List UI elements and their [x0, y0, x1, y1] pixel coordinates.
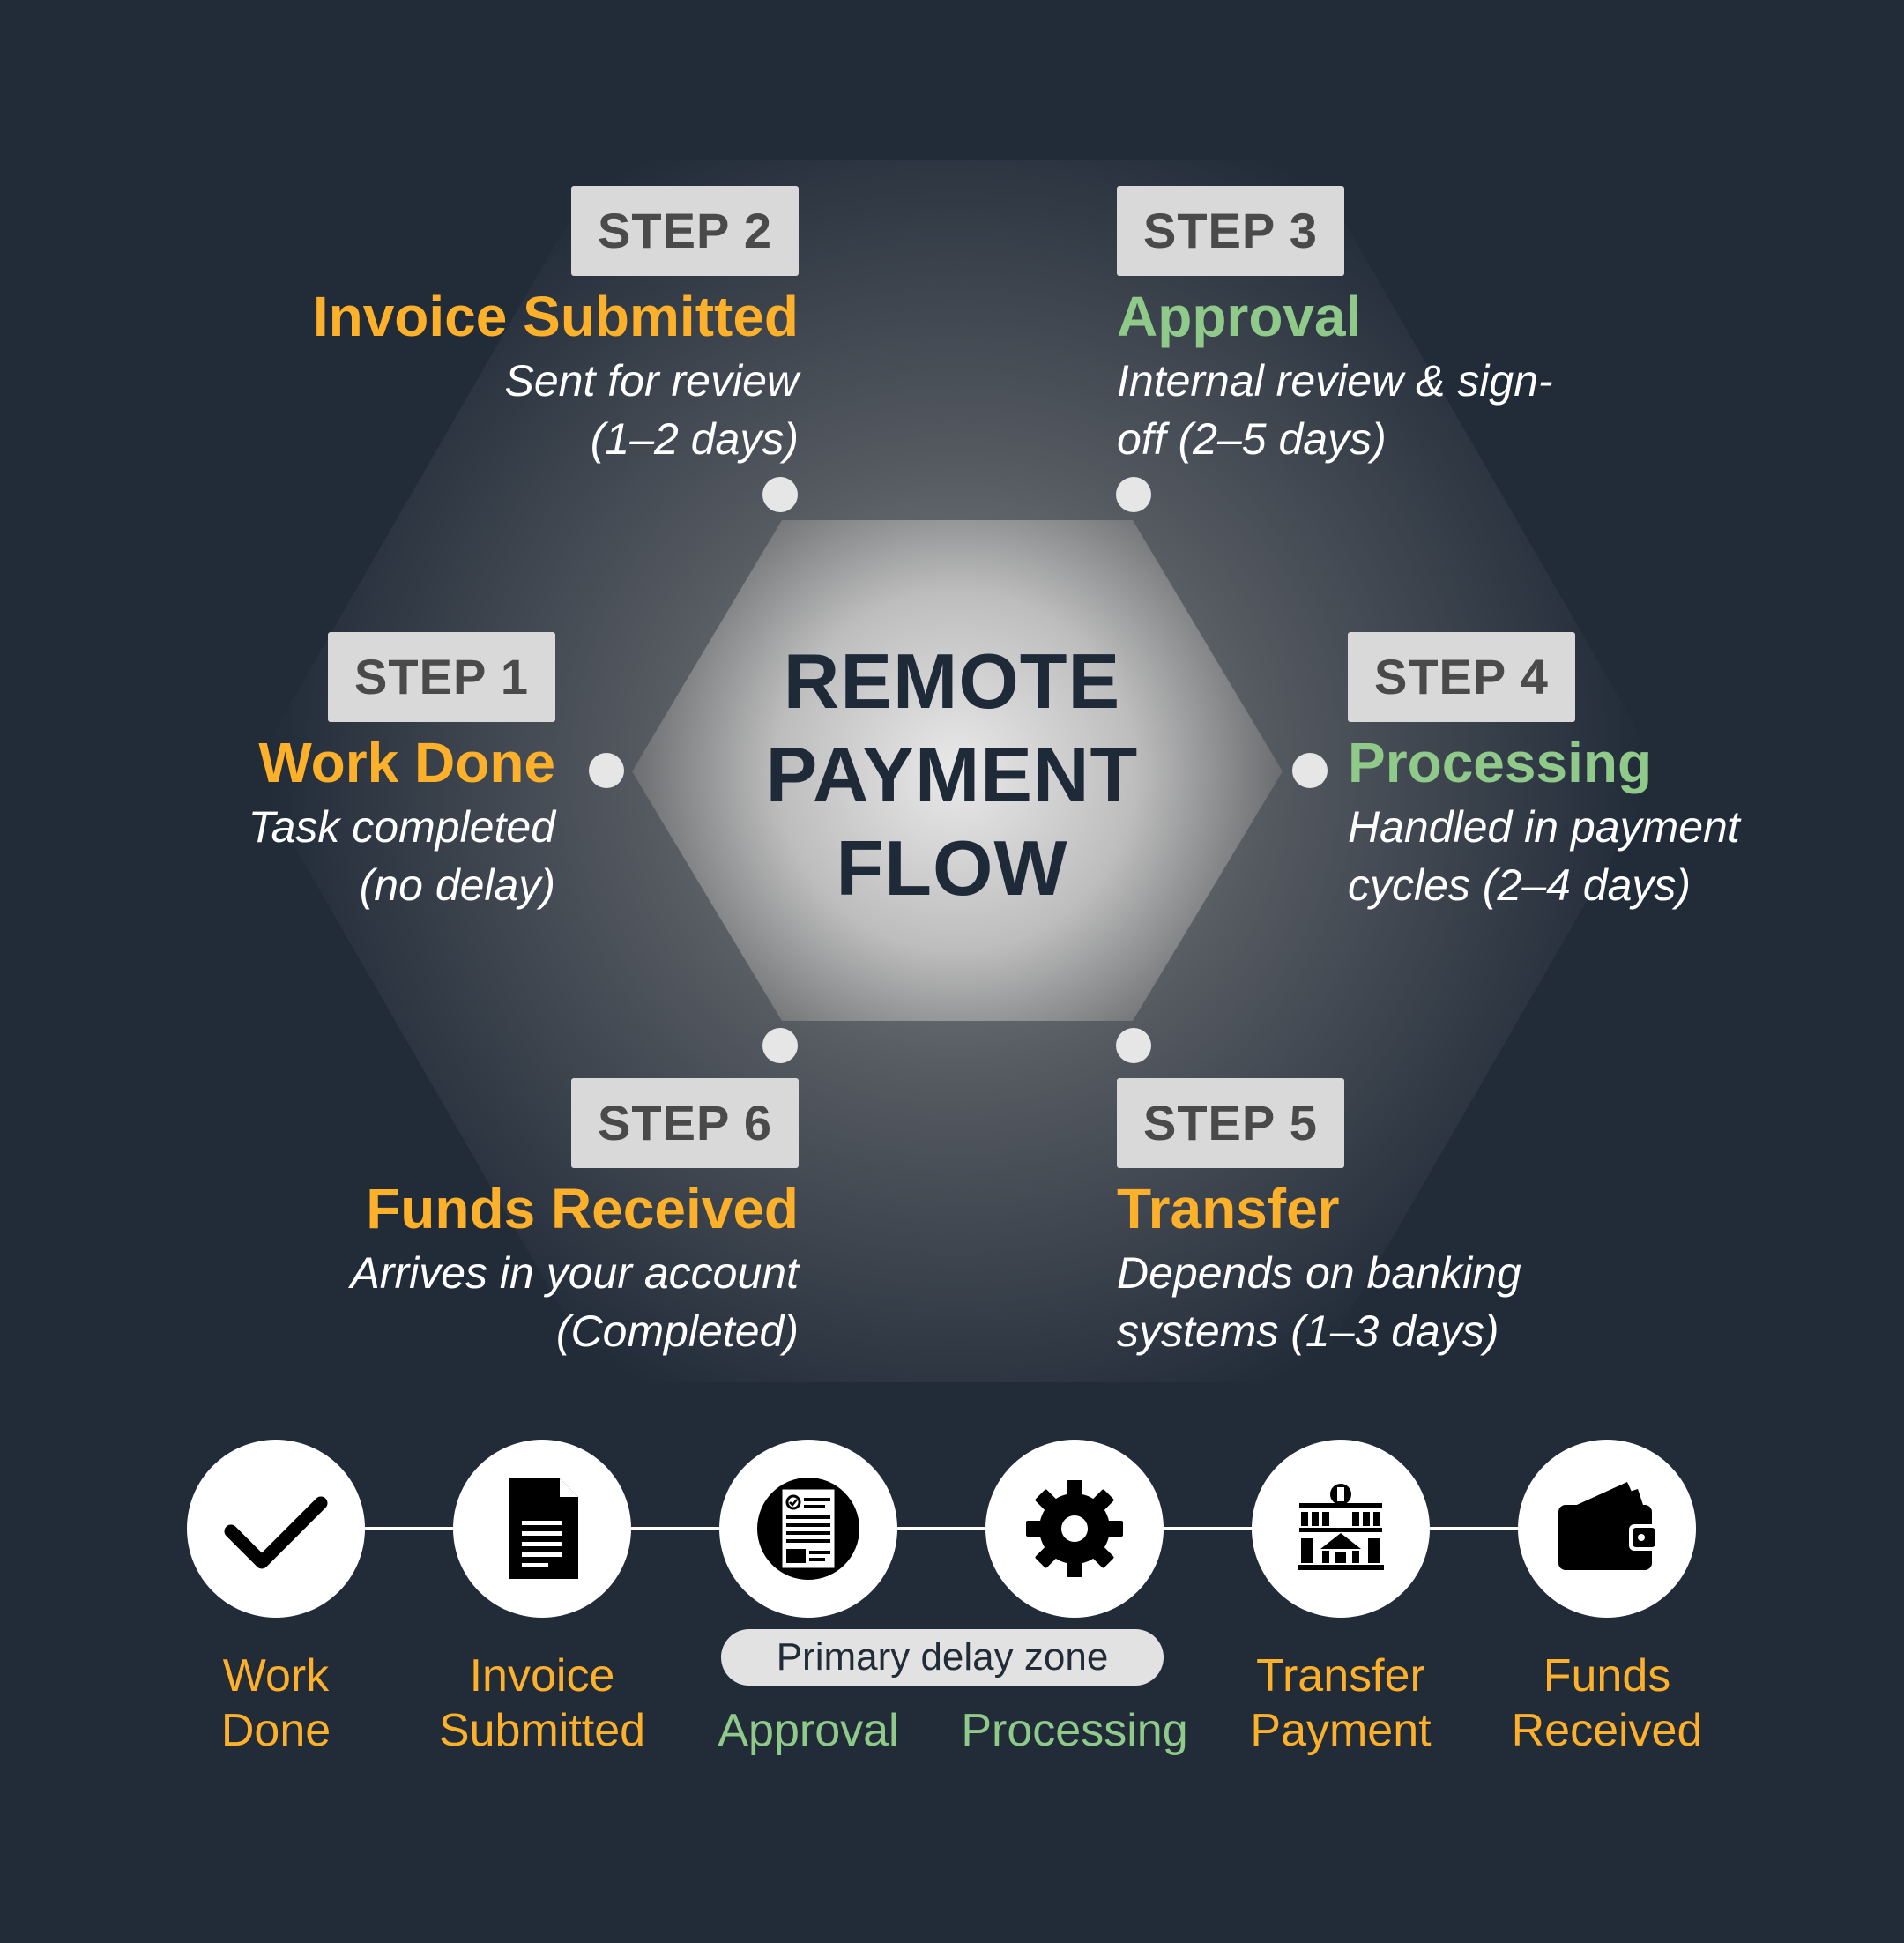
step-title: Funds Received	[366, 1177, 799, 1240]
timeline-label-transfer: Transfer Payment	[1250, 1650, 1432, 1756]
timeline-label-approval: Approval	[718, 1705, 899, 1756]
step-title: Transfer	[1117, 1177, 1340, 1240]
center-title: REMOTE PAYMENT FLOW	[765, 637, 1139, 912]
step-badge: STEP 3	[1117, 186, 1344, 276]
step-description: Task completed (no delay)	[248, 802, 555, 910]
primary-delay-zone-badge: Primary delay zone	[721, 1629, 1164, 1686]
timeline-step-invoice	[453, 1440, 631, 1618]
connector-dot-step-3	[1116, 477, 1151, 512]
step-2: STEP 2 Invoice Submitted Sent for review…	[252, 186, 799, 468]
step-description: Arrives in your account (Completed)	[350, 1248, 799, 1356]
timeline-step-approval	[719, 1440, 897, 1618]
step-badge: STEP 5	[1117, 1078, 1344, 1168]
step-badge: STEP 6	[571, 1078, 799, 1168]
approval-form-icon	[757, 1478, 859, 1580]
timeline-step-funds	[1518, 1440, 1696, 1618]
step-description: Sent for review (1–2 days)	[504, 356, 799, 464]
timeline-step-transfer	[1252, 1440, 1430, 1618]
step-4: STEP 4 Processing Handled in payment cyc…	[1348, 632, 1894, 914]
timeline-step-work-done	[187, 1440, 365, 1618]
connector-dot-step-2	[762, 477, 798, 512]
step-badge: STEP 1	[328, 632, 555, 722]
step-title: Invoice Submitted	[312, 285, 799, 348]
gear-icon	[1026, 1480, 1123, 1577]
step-title: Processing	[1348, 731, 1653, 794]
bank-icon	[1298, 1484, 1384, 1570]
timeline-step-processing	[985, 1440, 1164, 1618]
step-badge: STEP 4	[1348, 632, 1575, 722]
timeline-label-invoice: Invoice Submitted	[438, 1650, 646, 1756]
timeline-label-funds: Funds Received	[1511, 1650, 1703, 1756]
wallet-icon	[1558, 1482, 1659, 1570]
step-5: STEP 5 Transfer Depends on banking syste…	[1117, 1078, 1663, 1360]
step-description: Handled in payment cycles (2–4 days)	[1348, 802, 1740, 910]
center-hexagon	[632, 520, 1283, 1021]
step-title: Approval	[1117, 285, 1362, 348]
step-description: Depends on banking systems (1–3 days)	[1117, 1248, 1521, 1356]
step-1: STEP 1 Work Done Task completed (no dela…	[9, 632, 555, 914]
step-6: STEP 6 Funds Received Arrives in your ac…	[252, 1078, 799, 1360]
document-icon	[509, 1478, 578, 1579]
step-title: Work Done	[258, 731, 555, 794]
connector-dot-step-1	[589, 753, 624, 788]
timeline-label-work-done: Work Done	[220, 1650, 331, 1756]
step-3: STEP 3 Approval Internal review & sign- …	[1117, 186, 1663, 468]
connector-dot-step-4	[1292, 753, 1328, 788]
connector-dot-step-5	[1116, 1028, 1151, 1063]
timeline-label-processing: Processing	[961, 1705, 1188, 1756]
connector-dot-step-6	[762, 1028, 798, 1063]
checkmark-icon	[224, 1496, 328, 1569]
step-description: Internal review & sign- off (2–5 days)	[1117, 356, 1553, 464]
step-badge: STEP 2	[571, 186, 799, 276]
